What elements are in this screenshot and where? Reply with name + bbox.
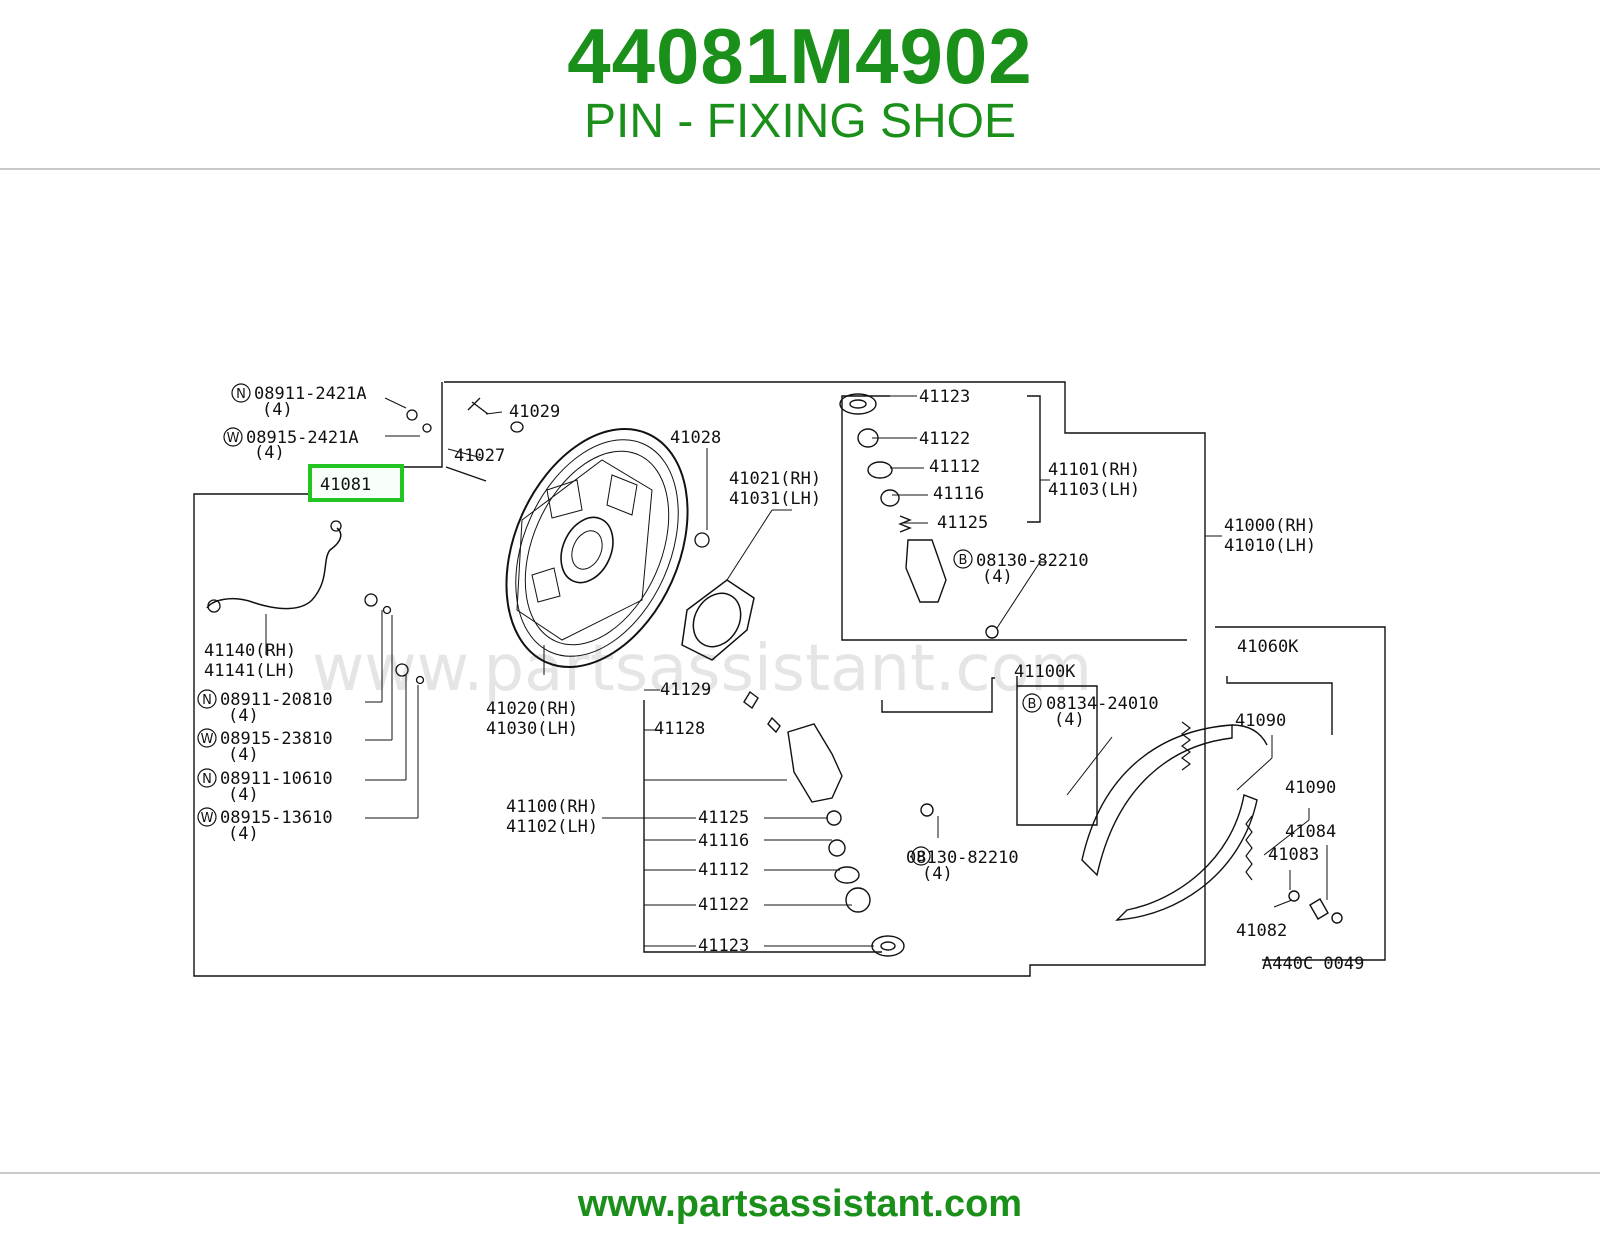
callout-08911-2421a[interactable]: 08911-2421A <box>254 384 367 404</box>
pipe-flare-nut-icon <box>330 520 342 532</box>
upper-cylinder-bracket <box>1027 395 1041 523</box>
leader-lines <box>265 395 1328 947</box>
drawing-code: A440C 0049 <box>1262 954 1364 974</box>
callout-41010-lh[interactable]: 41010(LH) <box>1224 536 1316 556</box>
callout-qty: (4) <box>228 785 259 805</box>
ring-letter-n: N <box>236 387 246 402</box>
kit-41100k-bracket <box>1016 676 1098 826</box>
callout-41083[interactable]: 41083 <box>1268 845 1319 865</box>
part-name-subtitle: PIN - FIXING SHOE <box>583 95 1017 148</box>
callout-41125-bottom[interactable]: 41125 <box>698 808 749 828</box>
ring-letter-b: B <box>1028 697 1037 712</box>
callout-41100-rh[interactable]: 41100(RH) <box>506 797 598 817</box>
callout-41129[interactable]: 41129 <box>660 680 711 700</box>
callout-41021-rh[interactable]: 41021(RH) <box>729 469 821 489</box>
callout-41116-top[interactable]: 41116 <box>933 484 984 504</box>
ring-symbols <box>197 383 1042 866</box>
callout-41081-highlighted[interactable]: 41081 <box>320 475 371 495</box>
callout-41102-lh[interactable]: 41102(LH) <box>506 817 598 837</box>
footer-divider <box>0 1172 1600 1174</box>
ring-letter-b: B <box>959 553 968 568</box>
callout-41027[interactable]: 41027 <box>454 446 505 466</box>
callout-41125-top[interactable]: 41125 <box>937 513 988 533</box>
footer-website-link[interactable]: www.partsassistant.com <box>577 1183 1023 1225</box>
callout-41116-bottom[interactable]: 41116 <box>698 831 749 851</box>
callout-41112-bottom[interactable]: 41112 <box>698 860 749 880</box>
callout-41028[interactable]: 41028 <box>670 428 721 448</box>
ring-letters: N W N W N W B B B <box>201 387 1037 865</box>
brake-shoes-drawing <box>1081 721 1343 924</box>
callout-41082[interactable]: 41082 <box>1236 921 1287 941</box>
callout-qty: (4) <box>254 443 285 463</box>
callout-41031-lh[interactable]: 41031(LH) <box>729 489 821 509</box>
callout-41000-rh[interactable]: 41000(RH) <box>1224 516 1316 536</box>
callout-qty: (4) <box>922 864 953 884</box>
lower-cylinder-frame <box>643 700 882 953</box>
callout-08130-82210-top[interactable]: 08130-82210 <box>976 551 1089 571</box>
ring-letter-n: N <box>202 772 212 787</box>
shoe-kit-frame <box>1215 626 1386 961</box>
upper-cylinder-frame <box>841 395 1187 641</box>
callout-qty: (4) <box>228 745 259 765</box>
page-header: 44081M4902 PIN - FIXING SHOE <box>0 0 1600 168</box>
callout-08911-10610[interactable]: 08911-10610 <box>220 769 333 789</box>
ring-letter-b: B <box>917 850 926 865</box>
header-divider <box>0 168 1600 170</box>
parts-diagram: www.partsassistant.com <box>182 340 1422 1012</box>
callout-41020-rh[interactable]: 41020(RH) <box>486 699 578 719</box>
callout-08130-82210-bottom[interactable]: 08130-82210 <box>906 848 1019 868</box>
diagram-background <box>182 340 1422 1012</box>
ring-letter-w: W <box>227 431 240 446</box>
callout-qty: (4) <box>1054 710 1085 730</box>
part-number-title: 44081M4902 <box>567 12 1033 100</box>
upper-cylinder-parts <box>839 393 999 639</box>
callout-41100k[interactable]: 41100K <box>1014 662 1076 682</box>
callout-qty: (4) <box>228 706 259 726</box>
callout-41128[interactable]: 41128 <box>654 719 705 739</box>
callout-08915-23810[interactable]: 08915-23810 <box>220 729 333 749</box>
callout-qty: (4) <box>228 824 259 844</box>
ring-letter-w: W <box>201 811 214 826</box>
callout-41084[interactable]: 41084 <box>1285 822 1336 842</box>
callout-08134-24010[interactable]: 08134-24010 <box>1046 694 1159 714</box>
ring-letter-w: W <box>201 732 214 747</box>
callout-qty: (4) <box>982 567 1013 587</box>
callout-41112-top[interactable]: 41112 <box>929 457 980 477</box>
parts-diagram-svg: www.partsassistant.com <box>182 340 1422 1012</box>
callout-41122-bottom[interactable]: 41122 <box>698 895 749 915</box>
callout-08911-20810[interactable]: 08911-20810 <box>220 690 333 710</box>
callout-41029[interactable]: 41029 <box>509 402 560 422</box>
callout-41060k[interactable]: 41060K <box>1237 637 1299 657</box>
pipe-flare-nut-icon <box>207 599 221 613</box>
callout-41123-top[interactable]: 41123 <box>919 387 970 407</box>
brake-pipe-41140 <box>206 527 342 610</box>
backing-plate-drawing <box>505 428 689 668</box>
callout-41103-lh[interactable]: 41103(LH) <box>1048 480 1140 500</box>
callout-08915-2421a[interactable]: 08915-2421A <box>246 428 359 448</box>
kit-41060k-bracket <box>1226 676 1333 735</box>
callout-41030-lh[interactable]: 41030(LH) <box>486 719 578 739</box>
callout-41141-lh[interactable]: 41141(LH) <box>204 661 296 681</box>
callout-41122-top[interactable]: 41122 <box>919 429 970 449</box>
callout-qty: (4) <box>262 400 293 420</box>
callout-41101-rh[interactable]: 41101(RH) <box>1048 460 1140 480</box>
callout-41090-upper[interactable]: 41090 <box>1235 711 1286 731</box>
callout-41140-rh[interactable]: 41140(RH) <box>204 641 296 661</box>
highlighted-part-box[interactable] <box>308 464 404 502</box>
lower-cylinder-box <box>881 677 995 713</box>
callout-08915-13610[interactable]: 08915-13610 <box>220 808 333 828</box>
callout-41090-lower[interactable]: 41090 <box>1285 778 1336 798</box>
callout-41123-bottom[interactable]: 41123 <box>698 936 749 956</box>
part-callouts: 08911-2421A (4) 08915-2421A (4) 41029 41… <box>204 384 1364 974</box>
left-hardware <box>364 397 710 685</box>
ring-letter-n: N <box>202 693 212 708</box>
